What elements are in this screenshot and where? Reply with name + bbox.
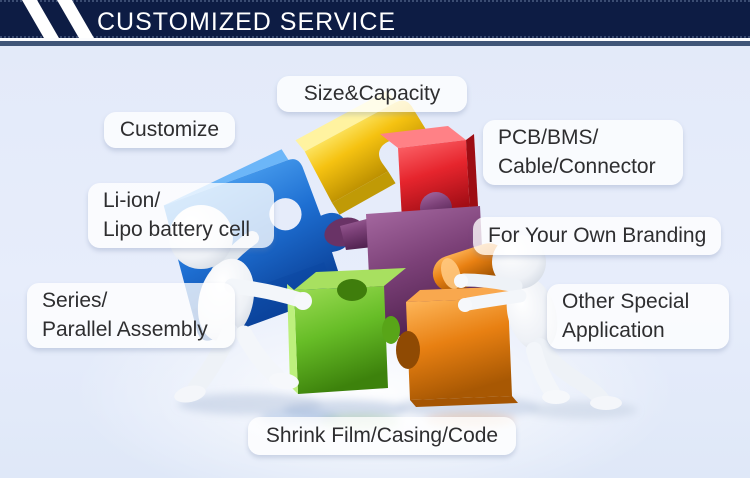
- label-size-capacity: Size&Capacity: [277, 76, 467, 112]
- label-text: Customize: [119, 118, 220, 141]
- label-shrink-film-casing-code: Shrink Film/Casing/Code: [248, 417, 516, 455]
- label-text: PCB/BMS/: [498, 126, 599, 149]
- header-separator-white: [0, 38, 750, 41]
- label-li-ion-lipo-battery-cell: Li-ion/ Lipo battery cell: [88, 183, 274, 248]
- label-text: Series/: [42, 289, 108, 312]
- red-puzzle-piece: [380, 126, 478, 220]
- header-bar: CUSTOMIZED SERVICE: [0, 0, 750, 38]
- page-title: CUSTOMIZED SERVICE: [97, 8, 397, 36]
- label-pcb-bms-cable-connector: PCB/BMS/ Cable/Connector: [483, 120, 683, 185]
- label-text: Parallel Assembly: [42, 318, 208, 341]
- label-text: Shrink Film/Casing/Code: [265, 424, 499, 447]
- label-text: Size&Capacity: [303, 82, 441, 105]
- label-for-your-own-branding: For Your Own Branding: [473, 217, 721, 255]
- label-text: Lipo battery cell: [103, 218, 251, 241]
- label-series-parallel-assembly: Series/ Parallel Assembly: [27, 283, 235, 348]
- right-figure: [454, 235, 622, 410]
- green-puzzle-piece: [287, 268, 406, 394]
- label-customize: Customize: [104, 112, 235, 148]
- label-text: Application: [562, 319, 665, 342]
- header-separator-slate: [0, 41, 750, 46]
- label-text: For Your Own Branding: [488, 224, 707, 247]
- label-text: Other Special: [562, 290, 690, 313]
- label-other-special-application: Other Special Application: [547, 284, 729, 349]
- label-text: Cable/Connector: [498, 155, 656, 178]
- label-text: Li-ion/: [103, 189, 161, 212]
